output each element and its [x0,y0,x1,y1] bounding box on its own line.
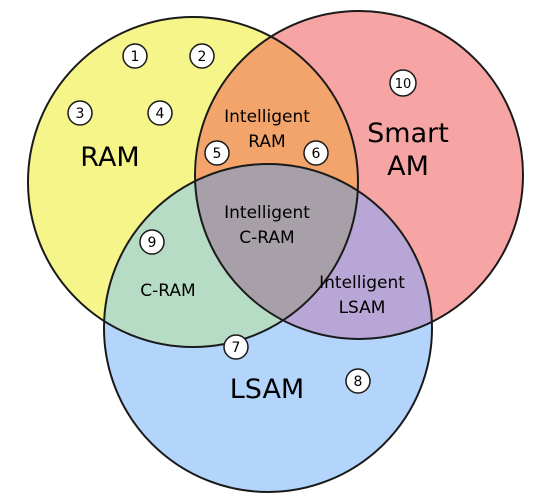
marker-1-label: 1 [131,49,140,65]
marker-8-label: 8 [354,374,363,390]
marker-7: 7 [223,334,249,360]
marker-10: 10 [389,69,417,97]
marker-3-label: 3 [76,106,85,122]
c-ram-label: C-RAM [140,281,195,301]
marker-9: 9 [139,229,165,255]
intelligent-ram-label-line1: Intelligent [224,107,310,127]
intelligent-lsam-label-line2: LSAM [339,298,386,318]
marker-7-label: 7 [232,340,241,356]
marker-2-label: 2 [198,49,207,65]
ram-label: RAM [80,142,139,173]
intelligent-lsam-label-line1: Intelligent [319,273,405,293]
lsam-label: LSAM [230,374,304,405]
marker-2: 2 [189,43,215,69]
lsam-outline [103,163,433,493]
ram-outline [27,16,359,348]
smart-am-outline [194,10,524,340]
marker-4-label: 4 [156,106,165,122]
marker-4: 4 [147,100,173,126]
marker-1: 1 [122,43,148,69]
marker-6-label: 6 [312,146,321,162]
marker-3: 3 [67,100,93,126]
smart-am-label-line2: AM [387,151,429,182]
intelligent-c-ram-label-line2: C-RAM [239,228,294,248]
marker-6: 6 [303,140,329,166]
marker-8: 8 [345,368,371,394]
marker-5-label: 5 [213,146,222,162]
smart-am-label-line1: Smart [367,118,449,149]
marker-9-label: 9 [148,235,157,251]
marker-5: 5 [204,140,230,166]
marker-10-label: 10 [395,77,412,92]
intelligent-ram-label-line2: RAM [248,132,285,152]
intelligent-c-ram-label-line1: Intelligent [224,203,310,223]
